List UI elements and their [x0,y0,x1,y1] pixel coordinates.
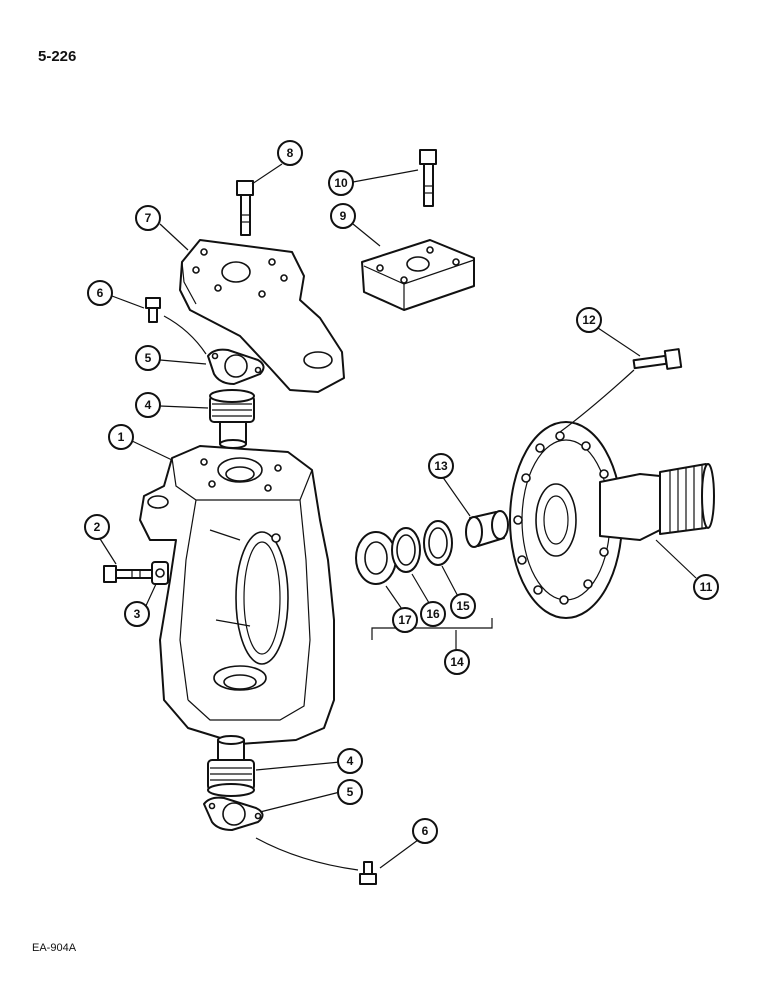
svg-text:5: 5 [347,785,354,799]
callout-5-lower: 5 [337,779,363,805]
svg-text:5: 5 [145,351,152,365]
callout-4-lower: 4 [337,748,363,774]
callout-9: 9 [330,203,356,229]
callout-1: 1 [108,424,134,450]
callout-6-upper: 6 [87,280,113,306]
king-pin-part-4-lower [207,735,255,797]
callout-11: 11 [693,574,719,600]
svg-text:3: 3 [134,607,141,621]
page-number: 5-226 [38,48,77,65]
svg-text:10: 10 [334,176,348,190]
svg-text:13: 13 [434,459,448,473]
svg-text:6: 6 [97,286,104,300]
callout-17: 17 [392,607,418,633]
svg-text:4: 4 [347,754,354,768]
steering-knuckle-part-1 [139,445,335,745]
svg-text:14: 14 [450,655,464,669]
hub-spindle-part-11 [509,421,715,619]
callout-8: 8 [277,140,303,166]
callout-5-upper: 5 [135,345,161,371]
callout-2: 2 [84,514,110,540]
svg-text:1: 1 [118,430,125,444]
king-pin-part-4-upper [209,389,255,449]
callout-16: 16 [420,601,446,627]
nut-part-3 [151,561,169,585]
spacer-ring-part-15 [423,520,453,566]
bushing-part-13 [465,510,509,548]
callout-14: 14 [444,649,470,675]
svg-text:7: 7 [145,211,152,225]
seal-part-17 [355,531,397,585]
callout-15: 15 [450,593,476,619]
svg-text:4: 4 [145,398,152,412]
svg-text:8: 8 [287,146,294,160]
svg-text:15: 15 [456,599,470,613]
svg-text:6: 6 [422,824,429,838]
svg-text:16: 16 [426,607,440,621]
steering-arm-part-7 [179,239,345,393]
callout-6-lower: 6 [412,818,438,844]
leader-lines [96,163,697,871]
bolt-part-2 [103,565,153,583]
svg-text:9: 9 [340,209,347,223]
callout-10: 10 [328,170,354,196]
lock-plate-part-5-upper [207,348,265,385]
callout-12: 12 [576,307,602,333]
svg-text:17: 17 [398,613,412,627]
small-bolt-part-6-upper [145,297,161,323]
hub-bolt-part-12 [632,348,683,370]
spacer-block-part-9 [361,239,475,311]
small-bolt-part-6-lower [359,861,377,885]
spacer-ring-part-16 [391,527,421,573]
svg-text:11: 11 [700,580,713,594]
callout-4-upper: 4 [135,392,161,418]
lock-plate-part-5-lower [203,796,264,831]
svg-text:2: 2 [94,520,101,534]
bolt-part-8 [236,180,254,236]
callout-3: 3 [124,601,150,627]
figure-code: EA-904A [32,942,77,954]
bolt-part-10 [419,149,437,207]
callout-13: 13 [428,453,454,479]
svg-text:12: 12 [582,313,596,327]
callout-7: 7 [135,205,161,231]
